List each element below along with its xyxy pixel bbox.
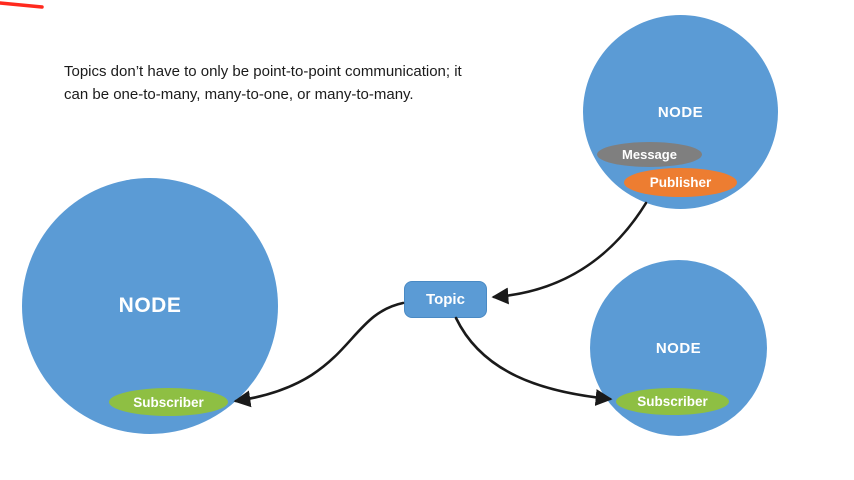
node-label-left: NODE [118,294,182,317]
slide-description-text: Topics don’t have to only be point-to-po… [64,63,462,104]
message-ellipse: Message [597,142,702,167]
arrow-topic-to-right-subscriber [454,316,613,406]
publisher-ellipse: Publisher [624,168,737,197]
red-corner-mark [0,1,44,9]
subscriber-ellipse-left: Subscriber [109,388,228,416]
subscriber-ellipse-right: Subscriber [616,388,729,415]
node-label-top-right: NODE [657,103,704,121]
topic-box: Topic [404,281,487,318]
node-label-bottom-right: NODE [655,339,702,357]
